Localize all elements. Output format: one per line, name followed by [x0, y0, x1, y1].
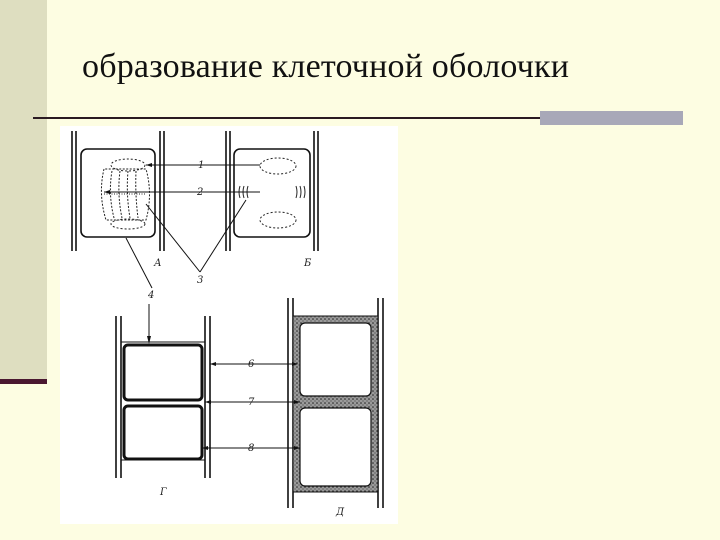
label-panel-d: Д: [335, 507, 345, 518]
cell-wall-diagram: А Б 1 2 3 4: [71, 131, 384, 518]
label-panel-a: А: [153, 258, 162, 269]
title-divider-accent: [540, 111, 683, 125]
callout-6: 6: [248, 359, 255, 370]
label-panel-b: Б: [303, 258, 312, 269]
slide-title: образование клеточной оболочки: [82, 48, 570, 85]
callout-8: 8: [248, 443, 254, 454]
panel-d: Д: [287, 298, 384, 518]
left-accent-bar-edge: [0, 379, 47, 384]
callout-1: 1: [198, 160, 204, 171]
cell-wall-formation-figure: А Б 1 2 3 4: [60, 126, 398, 524]
title-divider: [33, 117, 683, 119]
panel-g: Г: [115, 316, 211, 498]
callout-3: 3: [197, 275, 203, 286]
callout-4: 4: [147, 290, 154, 301]
panel-a: А: [71, 131, 165, 269]
left-accent-bar: [0, 0, 47, 382]
callout-7: 7: [248, 397, 255, 408]
label-panel-g: Г: [159, 487, 167, 498]
panel-b: Б: [225, 131, 319, 269]
callout-2: 2: [196, 187, 203, 198]
